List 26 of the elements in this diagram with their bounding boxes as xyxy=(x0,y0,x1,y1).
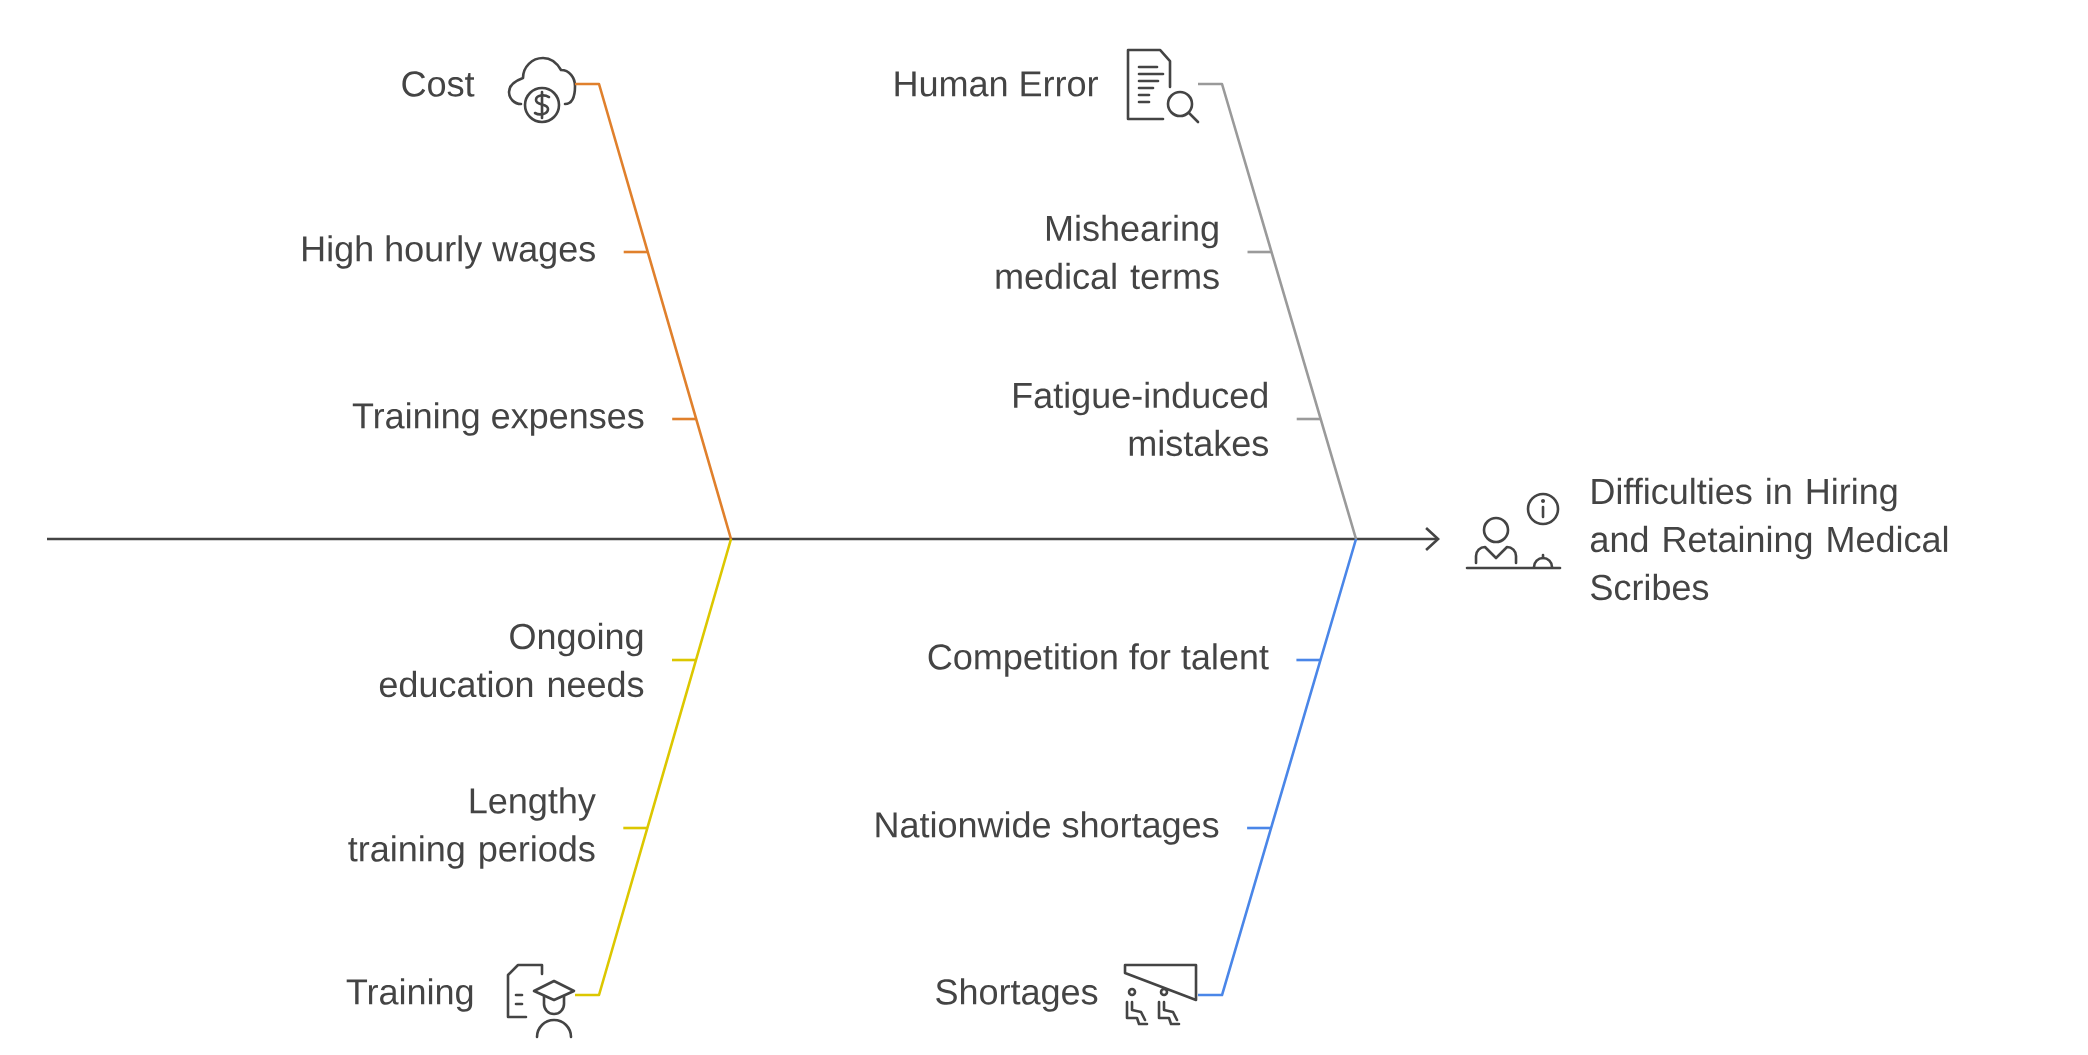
branch-line xyxy=(623,250,648,254)
cause-label: Training expenses xyxy=(352,402,644,436)
branch-line xyxy=(1296,658,1321,662)
cause-label: Nationwide shortages xyxy=(876,811,1219,845)
bone-line xyxy=(575,538,733,997)
branch-line xyxy=(623,826,648,830)
bone-line xyxy=(1198,538,1358,997)
branch-line xyxy=(672,658,696,662)
cause-label: High hourly wages xyxy=(303,235,595,269)
branch-line xyxy=(672,417,697,421)
cause-label: Ongoing education needs xyxy=(379,622,644,698)
category-label: Shortages xyxy=(936,978,1098,1012)
cause-label: Lengthy training periods xyxy=(348,787,596,869)
cause-label: Fatigue-induced mistakes xyxy=(1014,381,1268,457)
category-label: Cost xyxy=(402,71,475,97)
bone-line xyxy=(1198,82,1358,540)
cause-label: Competition for talent xyxy=(928,643,1269,677)
bone-line xyxy=(575,82,733,540)
spine-arrow xyxy=(47,527,1440,551)
branch-line xyxy=(1296,417,1321,421)
effect-label: Difficulties in Hiring and Retaining Medical Scribes xyxy=(1590,477,1948,601)
cause-label: Mishearing medical terms xyxy=(996,214,1219,290)
category-label: Training xyxy=(346,978,473,1012)
branch-line xyxy=(1247,250,1272,254)
branch-line xyxy=(1247,826,1272,830)
category-label: Human Error xyxy=(895,71,1098,97)
